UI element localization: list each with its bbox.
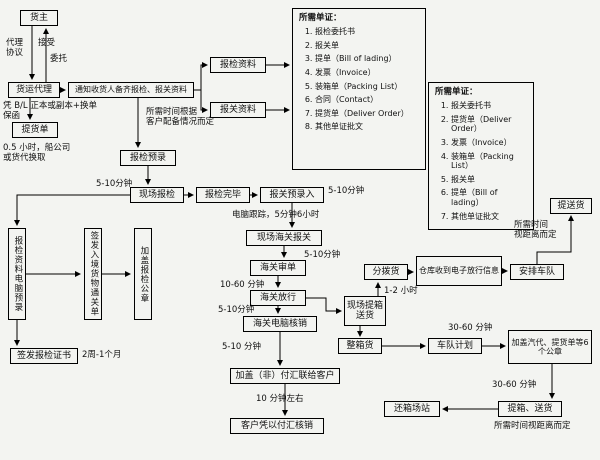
label-exchange-time: 0.5 小时，船公司 或货代换取 bbox=[3, 143, 71, 164]
label-time-5-10-a: 5-10分钟 bbox=[96, 179, 133, 189]
node-onsite-inspection: 现场报检 bbox=[130, 187, 184, 203]
node-issue-clearance-form: 签发入境货物通关单 bbox=[84, 228, 102, 320]
doc-item: 其他单证批文 bbox=[451, 212, 527, 222]
required-docs-panel-top: 所需单证： 报检委托书 报关单 提单（Bill of lading） 发票（In… bbox=[292, 8, 426, 170]
node-notify-consignee: 通知收货人备齐报检、报关资料 bbox=[68, 82, 194, 98]
node-customs-computer-writeoff: 海关电脑核销 bbox=[243, 316, 317, 332]
label-time-by-distance-top: 所需时间 视距离而定 bbox=[514, 220, 557, 241]
doc-item: 其他单证批文 bbox=[315, 122, 419, 132]
label-time-30-60-a: 30-60 分钟 bbox=[448, 323, 493, 333]
doc-item: 发票（Invoice） bbox=[451, 138, 527, 148]
label-bl-exchange-note: 凭 B/L 正本或副本+换单 保函 bbox=[3, 101, 97, 122]
doc-item: 报关单 bbox=[315, 41, 419, 51]
label-time-10-60: 10-60 分钟 bbox=[220, 280, 265, 290]
node-stamp-six-seals: 加盖汽代、提货单等6个公章 bbox=[508, 330, 592, 364]
node-declaration-docs: 报关资料 bbox=[210, 102, 266, 118]
label-entrust: 委托 bbox=[50, 54, 68, 64]
node-declaration-preentry: 报关预录入 bbox=[260, 187, 324, 203]
doc-item: 装箱单（Packing List） bbox=[451, 152, 527, 171]
arrow-tongzhi-baoguanziliao bbox=[194, 89, 208, 113]
doc-item: 装箱单（Packing List） bbox=[315, 82, 419, 92]
node-client-writeoff: 客户凭以付汇核销 bbox=[230, 418, 324, 434]
doc-item: 提单（Bill of lading） bbox=[451, 188, 527, 207]
required-docs-title: 所需单证： bbox=[299, 13, 342, 23]
doc-item: 提单（Bill of lading） bbox=[315, 54, 419, 64]
node-delivery-order: 提货单 bbox=[12, 122, 58, 138]
doc-item: 报检委托书 bbox=[315, 27, 419, 37]
doc-item: 提货单（Deliver Order） bbox=[451, 115, 527, 134]
node-warehouse-release-info: 仓库收到电子放行信息 bbox=[416, 256, 502, 286]
node-return-container-yard: 还箱场站 bbox=[384, 401, 440, 417]
label-time-5-10-d: 5-10分钟 bbox=[218, 305, 255, 315]
node-pickup-and-deliver: 提箱、送货 bbox=[498, 401, 562, 417]
node-inspection-done: 报检完毕 bbox=[196, 187, 250, 203]
label-agency-agreement: 代理 协议 bbox=[6, 38, 24, 59]
node-arrange-fleet: 安排车队 bbox=[510, 264, 564, 280]
node-fleet-plan: 车队计划 bbox=[428, 338, 482, 354]
doc-item: 发票（Invoice） bbox=[315, 68, 419, 78]
node-freight-forwarder: 货运代理 bbox=[8, 82, 60, 98]
node-inspection-docs: 报检资料 bbox=[210, 57, 266, 73]
doc-item: 合同（Contact） bbox=[315, 95, 419, 105]
arrow-xianchangbaojian-diannaoyulu bbox=[14, 194, 130, 226]
node-lcl-cargo: 分拨货 bbox=[364, 264, 408, 280]
node-onsite-pickup-delivery: 现场提箱送货 bbox=[344, 296, 386, 326]
label-time-5-10-c: 5-10分钟 bbox=[304, 250, 341, 260]
label-computer-tracking-time: 电脑跟踪，5分钟6小时 bbox=[232, 210, 320, 220]
node-cargo-owner: 货主 bbox=[20, 10, 58, 26]
node-issue-inspection-certificate: 签发报检证书 bbox=[10, 348, 78, 364]
node-customs-review: 海关审单 bbox=[250, 260, 306, 276]
node-pick-deliver-goods: 提送货 bbox=[550, 198, 592, 214]
required-docs-title: 所需单证： bbox=[435, 87, 478, 97]
label-time-5-10-b: 5-10分钟 bbox=[328, 186, 365, 196]
doc-item: 提货单（Deliver Order） bbox=[315, 109, 419, 119]
node-stamp-payment-copy: 加盖（非）付汇联给客户 bbox=[230, 368, 340, 384]
arrow-fangxing-tixiangsonghuo bbox=[306, 297, 342, 314]
label-time-30-60-b: 30-60 分钟 bbox=[492, 380, 537, 390]
node-inspection-computer-preentry: 报检资料电脑预录 bbox=[8, 228, 26, 320]
doc-item: 报关单 bbox=[451, 175, 527, 185]
node-stamp-inspection-seal: 加盖报检公章 bbox=[134, 228, 152, 320]
label-time-10-min: 10 分钟左右 bbox=[256, 394, 304, 404]
arrow-anpaichedui-tisonghuo bbox=[536, 215, 574, 264]
required-docs-panel-right: 所需单证： 报关委托书 提货单（Deliver Order） 发票（Invoic… bbox=[428, 82, 534, 230]
node-fcl-cargo: 整箱货 bbox=[338, 338, 382, 354]
node-onsite-customs-declare: 现场海关报关 bbox=[246, 230, 322, 246]
node-inspection-preentry: 报检预录 bbox=[120, 150, 176, 166]
doc-item: 报关委托书 bbox=[451, 101, 527, 111]
label-time-1-2h: 1-2 小时 bbox=[384, 286, 418, 296]
arrow-tongzhi-baojianziliao bbox=[194, 62, 208, 91]
label-time-depends-client: 所需时间根据 客户配备情况而定 bbox=[146, 107, 215, 128]
label-time-5-10-e: 5-10 分钟 bbox=[222, 342, 261, 352]
label-time-2weeks-1month: 2周-1个月 bbox=[82, 350, 122, 360]
label-accept: 接受 bbox=[38, 38, 56, 48]
node-customs-release: 海关放行 bbox=[250, 290, 306, 306]
label-time-by-distance-bottom: 所需时间视距离而定 bbox=[494, 421, 571, 431]
